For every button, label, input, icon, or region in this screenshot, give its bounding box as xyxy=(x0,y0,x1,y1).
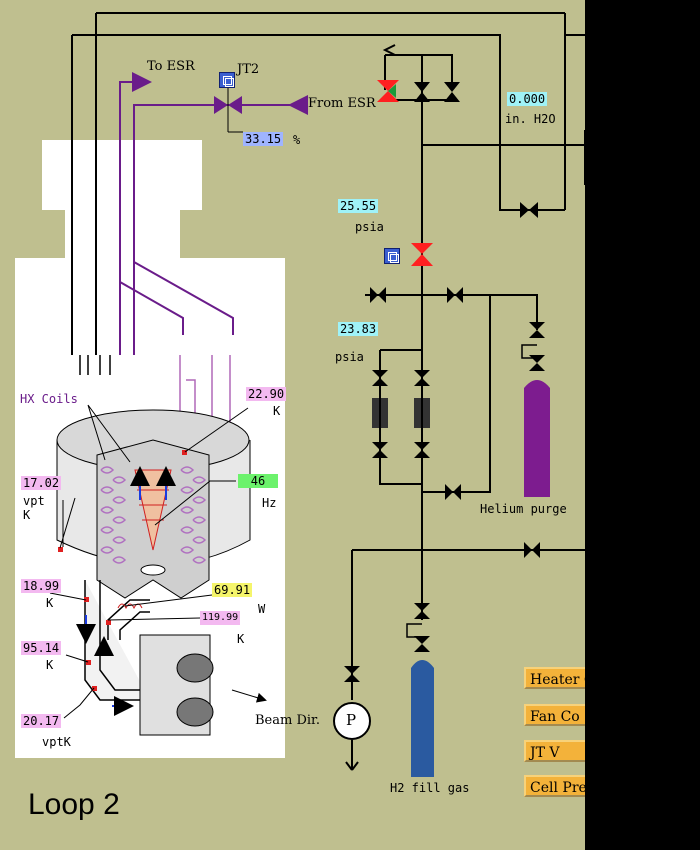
pressure-control-icon[interactable] xyxy=(384,248,400,264)
jt-valve-button[interactable]: JT V xyxy=(524,740,585,762)
pressure-lower-readout: 23.83 xyxy=(338,322,379,336)
to-esr-label: To ESR xyxy=(147,59,195,74)
from-esr-label: From ESR xyxy=(308,96,376,111)
hx-coils-label: HX Coils xyxy=(20,392,78,406)
h2-fill-gas-label: H2 fill gas xyxy=(390,781,470,795)
esr-lines xyxy=(119,72,308,355)
target-cell-drawing xyxy=(49,355,267,736)
piping-diagram xyxy=(15,12,585,777)
pressure-h2o-readout: 0.000 xyxy=(507,92,548,106)
jt2-label: JT2 xyxy=(237,62,260,77)
heater-control-button[interactable]: Heater C xyxy=(524,667,585,689)
temp-18-99-unit: K xyxy=(46,596,54,610)
fan-freq-readout: 46 xyxy=(238,474,278,488)
manual-valves[interactable] xyxy=(344,82,545,682)
jt2-valve-readout: 33.15 xyxy=(243,132,284,146)
pressure-upper-unit: psia xyxy=(355,220,384,234)
temp-vptk-unit: vptK xyxy=(42,735,71,749)
pressure-h2o-unit: in. H2O xyxy=(505,112,556,126)
heater-power-readout: 69.91 xyxy=(212,583,253,597)
jt2-valve-unit: % xyxy=(293,133,301,147)
pump-icon xyxy=(333,702,371,740)
cell-pressure-button[interactable]: Cell Pre xyxy=(524,775,585,797)
fan-freq-unit: Hz xyxy=(262,496,277,510)
temp-95-14-unit: K xyxy=(46,658,54,672)
jt2-valve[interactable] xyxy=(214,88,243,133)
temp-vpt-readout: 17.02 xyxy=(21,476,62,490)
temp-top-unit: K xyxy=(273,404,281,418)
temp-95-14-readout: 95.14 xyxy=(21,641,62,655)
jt2-control-icon[interactable] xyxy=(219,72,235,88)
loop-2-panel: To ESR From ESR JT2 HX Coils Beam Dir. H… xyxy=(0,0,585,850)
pressure-lower-unit: psia xyxy=(335,350,364,364)
temp-top-readout: 22.90 xyxy=(246,387,287,401)
helium-purge-label: Helium purge xyxy=(480,502,567,516)
temp-vptk-readout: 20.17 xyxy=(21,714,62,728)
helium-cylinder xyxy=(524,380,550,497)
beam-dir-label: Beam Dir. xyxy=(255,713,320,728)
temp-119-99-unit: K xyxy=(237,632,245,646)
temp-18-99-readout: 18.99 xyxy=(21,579,62,593)
pressure-upper-readout: 25.55 xyxy=(338,199,379,213)
h2-cylinder xyxy=(411,660,434,777)
fan-control-button[interactable]: Fan Co xyxy=(524,704,585,726)
offscreen-region xyxy=(585,0,700,850)
temp-vpt-unit: vpt K xyxy=(23,494,45,522)
control-valve-upper[interactable] xyxy=(377,80,399,102)
page-title: Loop 2 xyxy=(28,788,120,821)
heater-power-unit: W xyxy=(258,602,266,616)
control-valve-lower[interactable] xyxy=(411,243,433,266)
pump-label: P xyxy=(346,711,357,729)
temp-119-99-readout: 119.99 xyxy=(200,611,241,625)
